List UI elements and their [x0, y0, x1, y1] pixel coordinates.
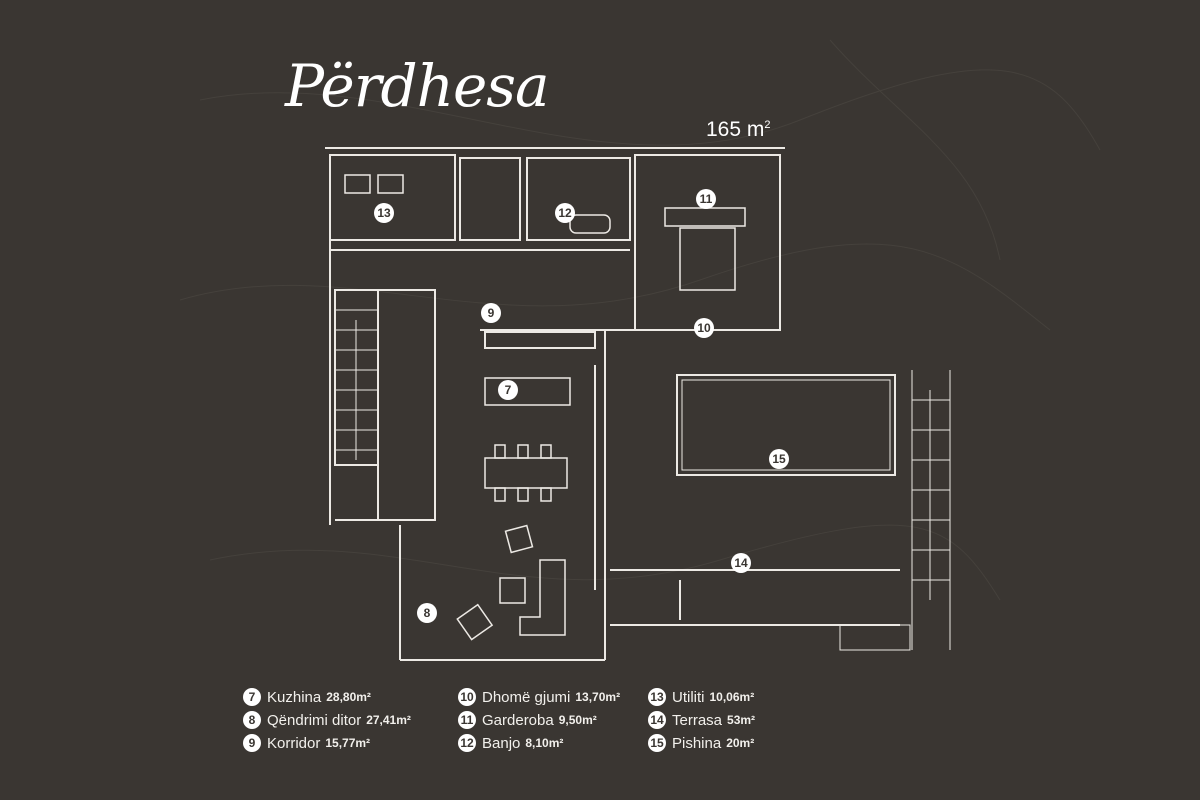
legend-area: 8,10m²	[525, 736, 564, 750]
legend-item: 10 Dhomë gjumi 13,70m²	[458, 688, 648, 706]
legend-name: Utiliti	[672, 688, 705, 706]
legend-area: 20m²	[726, 736, 755, 750]
total-area: 165 m2	[706, 118, 771, 142]
legend-name: Dhomë gjumi	[482, 688, 571, 706]
room-marker-10: 10	[694, 318, 714, 338]
legend-number: 8	[243, 711, 261, 729]
room-marker-11: 11	[696, 189, 716, 209]
legend-item: 11 Garderoba 9,50m²	[458, 711, 648, 729]
room-legend: 7 Kuzhina 28,80m² 10 Dhomë gjumi 13,70m² 13 U…	[243, 688, 848, 752]
floor-title: Përdhesa	[285, 52, 550, 120]
legend-area: 9,50m²	[558, 713, 597, 727]
total-area-sup: 2	[764, 119, 771, 131]
legend-area: 28,80m²	[326, 690, 371, 704]
legend-name: Korridor	[267, 734, 321, 752]
room-marker-9: 9	[481, 303, 501, 323]
legend-item: 7 Kuzhina 28,80m²	[243, 688, 458, 706]
room-marker-15: 15	[769, 449, 789, 469]
legend-number: 15	[648, 734, 666, 752]
legend-number: 11	[458, 711, 476, 729]
legend-item: 12 Banjo 8,10m²	[458, 734, 648, 752]
legend-area: 15,77m²	[325, 736, 371, 750]
legend-area: 53m²	[727, 713, 756, 727]
furniture	[344, 174, 746, 641]
legend-area: 27,41m²	[366, 713, 411, 727]
legend-item: 15 Pishina 20m²	[648, 734, 848, 752]
legend-name: Qëndrimi ditor	[267, 711, 362, 729]
room-marker-7: 7	[498, 380, 518, 400]
legend-name: Terrasa	[672, 711, 723, 729]
legend-name: Pishina	[672, 734, 722, 752]
total-area-value: 165 m	[706, 118, 765, 141]
stairs-left	[335, 309, 378, 460]
room-marker-8: 8	[417, 603, 437, 623]
legend-item: 13 Utiliti 10,06m²	[648, 688, 848, 706]
legend-name: Kuzhina	[267, 688, 322, 706]
legend-number: 9	[243, 734, 261, 752]
legend-number: 13	[648, 688, 666, 706]
stairs-right	[839, 370, 951, 651]
contour-lines	[179, 39, 1101, 601]
legend-number: 14	[648, 711, 666, 729]
legend-area: 10,06m²	[709, 690, 755, 704]
legend-area: 13,70m²	[575, 690, 621, 704]
walls	[325, 147, 900, 661]
legend-item: 9 Korridor 15,77m²	[243, 734, 458, 752]
legend-name: Garderoba	[482, 711, 554, 729]
room-marker-14: 14	[731, 553, 751, 573]
legend-name: Banjo	[482, 734, 521, 752]
legend-number: 10	[458, 688, 476, 706]
legend-item: 8 Qëndrimi ditor 27,41m²	[243, 711, 458, 729]
room-marker-12: 12	[555, 203, 575, 223]
legend-number: 7	[243, 688, 261, 706]
legend-number: 12	[458, 734, 476, 752]
legend-item: 14 Terrasa 53m²	[648, 711, 848, 729]
room-marker-13: 13	[374, 203, 394, 223]
pool	[676, 374, 896, 476]
